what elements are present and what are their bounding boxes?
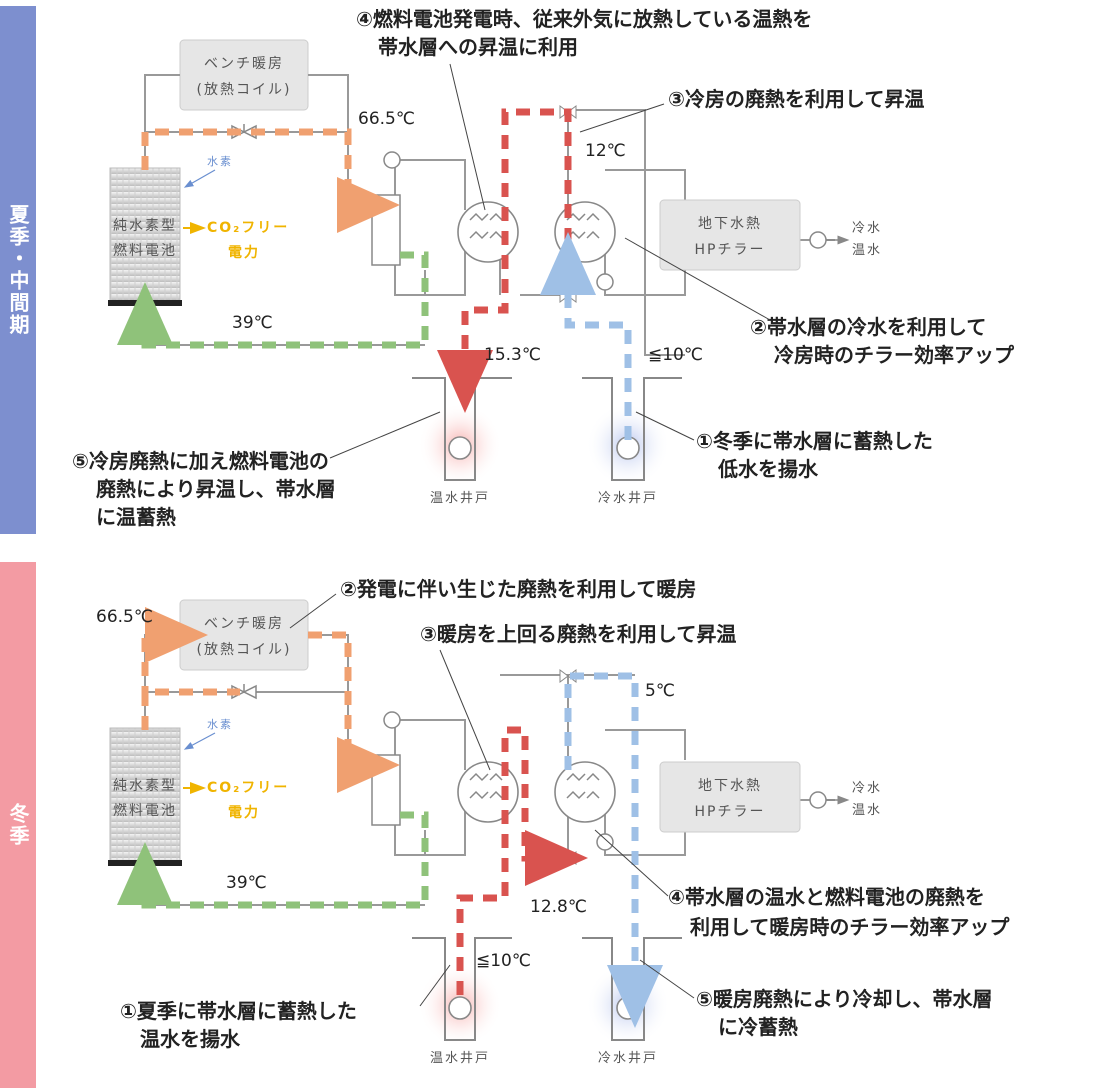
chiller-box xyxy=(659,199,801,271)
chiller-label-2: HPチラー xyxy=(695,242,766,258)
fuel-cell-label-2: 燃料電池 xyxy=(113,242,177,259)
summer-annotation-4-line1: ④燃料電池発電時、従来外気に放熱している温熱を xyxy=(356,7,812,31)
fuel-cell-unit xyxy=(109,167,181,303)
plate-heat-exchanger xyxy=(371,194,401,266)
winter-panel: 純水素型 燃料電池 水素 CO₂フリー 電力 ベンチ暖房 (放熱コイル) xyxy=(96,577,1010,1066)
bench-heater-box xyxy=(179,39,309,111)
co2-free-label-1: CO₂フリー xyxy=(207,220,289,236)
heat-exchanger-1 xyxy=(457,201,519,263)
cold-well-label: 冷水井戸 xyxy=(598,491,658,506)
summer-annotation-4-line2: 帯水層への昇温に利用 xyxy=(378,35,578,59)
co2-free-label-2: 電力 xyxy=(228,244,260,261)
summer-temp-66: 66.5℃ xyxy=(358,109,415,129)
summer-annotation-5-line3: に温蓄熱 xyxy=(96,505,176,529)
chiller-label-1-winter: 地下水熱 xyxy=(698,778,762,794)
chiller-label-1: 地下水熱 xyxy=(698,216,762,232)
summer-annotation-5-line2: 廃熱により昇温し、帯水層 xyxy=(96,477,336,501)
cold-well-label-winter: 冷水井戸 xyxy=(598,1051,658,1066)
summer-season-bar: 夏季・中間期 xyxy=(0,6,36,534)
hot-water-label: 温水 xyxy=(852,243,882,258)
winter-annotation-4-line2: 利用して暖房時のチラー効率アップ xyxy=(690,915,1010,939)
summer-annotation-3: ③冷房の廃熱を利用して昇温 xyxy=(668,87,924,111)
bench-heater-label-2-winter: (放熱コイル) xyxy=(197,642,292,658)
summer-annotation-2-line1: ②帯水層の冷水を利用して xyxy=(750,315,986,339)
summer-annotation-1-line1: ①冬季に帯水層に蓄熱した xyxy=(696,429,933,453)
chiller-label-2-winter: HPチラー xyxy=(695,804,766,820)
fuel-cell-unit-winter xyxy=(109,727,181,863)
winter-annotation-2: ②発電に伴い生じた廃熱を利用して暖房 xyxy=(340,577,696,601)
winter-annotation-5-line2: に冷蓄熱 xyxy=(718,1015,798,1039)
cold-water-label-winter: 冷水 xyxy=(852,781,882,796)
winter-annotation-1-line2: 温水を揚水 xyxy=(140,1027,241,1051)
summer-panel: 純水素型 燃料電池 水素 CO₂フリー 電力 ベンチ暖房 (放熱コイル) xyxy=(72,7,1015,529)
winter-temp-10: ≦10℃ xyxy=(476,951,531,971)
winter-temp-5: 5℃ xyxy=(645,681,675,701)
warm-well-label-winter: 温水井戸 xyxy=(430,1051,490,1066)
summer-annotation-2-line2: 冷房時のチラー効率アップ xyxy=(774,343,1015,367)
hot-water-label-winter: 温水 xyxy=(852,803,882,818)
summer-temp-10: ≦10℃ xyxy=(648,345,703,365)
summer-annotation-1-line2: 低水を揚水 xyxy=(717,457,819,481)
fuel-cell-label-1: 純水素型 xyxy=(113,218,177,234)
cold-water-label: 冷水 xyxy=(852,221,882,236)
summer-temp-39: 39℃ xyxy=(232,313,273,333)
winter-temp-66: 66.5℃ xyxy=(96,607,153,627)
fuel-cell-label-1-winter: 純水素型 xyxy=(113,778,177,794)
heat-exchanger-2 xyxy=(554,201,616,263)
bench-heater-label-1: ベンチ暖房 xyxy=(204,56,284,72)
bench-heater-label-2: (放熱コイル) xyxy=(197,82,292,98)
bench-heater-label-1-winter: ベンチ暖房 xyxy=(204,616,284,632)
winter-season-bar: 冬季 xyxy=(0,562,36,1088)
hydrogen-label-winter: 水素 xyxy=(207,718,233,731)
winter-annotation-1-line1: ①夏季に帯水層に蓄熱した xyxy=(120,999,357,1023)
winter-temp-128: 12.8℃ xyxy=(530,897,587,917)
heat-exchanger-1-winter xyxy=(457,761,519,823)
heat-exchanger-2-winter xyxy=(554,761,616,823)
summer-temp-12: 12℃ xyxy=(585,141,626,161)
winter-temp-39: 39℃ xyxy=(226,873,267,893)
warm-well-label: 温水井戸 xyxy=(430,491,490,506)
summer-annotation-5-line1: ⑤冷房廃熱に加え燃料電池の xyxy=(72,449,329,473)
fuel-cell-label-2-winter: 燃料電池 xyxy=(113,802,177,819)
winter-annotation-4-line1: ④帯水層の温水と燃料電池の廃熱を xyxy=(668,885,985,909)
bench-heater-box-winter xyxy=(179,599,309,671)
summer-temp-153: 15.3℃ xyxy=(484,345,541,365)
co2-free-label-1-winter: CO₂フリー xyxy=(207,780,289,796)
winter-annotation-5-line1: ⑤暖房廃熱により冷却し、帯水層 xyxy=(696,987,993,1011)
co2-free-label-2-winter: 電力 xyxy=(228,804,260,821)
chiller-box-winter xyxy=(659,761,801,833)
summer-season-label: 夏季・中間期 xyxy=(6,204,30,336)
hydrogen-label: 水素 xyxy=(207,155,233,168)
winter-season-label: 冬季 xyxy=(6,803,30,847)
plate-heat-exchanger-winter xyxy=(371,754,401,826)
winter-annotation-3: ③暖房を上回る廃熱を利用して昇温 xyxy=(420,622,736,646)
